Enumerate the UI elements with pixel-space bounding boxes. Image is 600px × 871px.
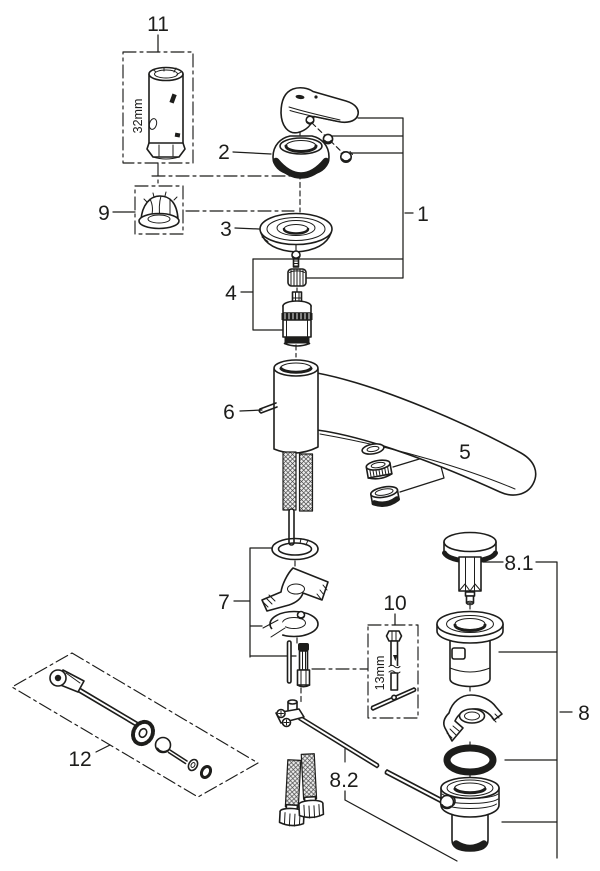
part-9-adapter [134, 185, 184, 235]
callout-6: 6 [223, 401, 235, 424]
tool-box-9 [134, 185, 184, 235]
bracket-7 [233, 547, 297, 658]
supply-hose-right [298, 453, 314, 512]
aerator-housing [370, 485, 400, 507]
callout-11: 11 [147, 13, 169, 36]
cartridge-screw [291, 250, 301, 268]
spout [316, 372, 537, 496]
part-12-pop-up-rod-set [11, 652, 259, 798]
part-10-socket-tool-13mm [367, 624, 419, 719]
leader-12 [95, 744, 111, 753]
callout-2: 2 [218, 141, 230, 164]
tool-size-13mm: 13mm [373, 656, 387, 691]
callout-3: 3 [220, 218, 232, 241]
cap-dark-band [272, 157, 330, 179]
waste-lower-housing [439, 776, 500, 852]
part-6-faucet-body [258, 359, 537, 546]
tool-box-10 [367, 624, 419, 719]
part-8-1-waste-plug [442, 531, 498, 606]
rod-shaft-2 [167, 749, 188, 765]
aerator-insert [365, 459, 393, 480]
cartridge [281, 291, 313, 347]
rod-washer [187, 758, 199, 772]
mounting-stud [286, 640, 311, 688]
tool-box-12 [11, 652, 259, 798]
callout-8-2: 8.2 [329, 769, 358, 792]
callout-8-1: 8.1 [504, 552, 533, 575]
pop-up-rod-lower [286, 640, 292, 684]
bracket-8 [482, 561, 573, 859]
callout-12: 12 [68, 748, 91, 771]
part-2-handle-cap [272, 135, 330, 179]
callout-4: 4 [225, 282, 237, 305]
part-7-mounting-set [261, 537, 329, 688]
leader-2 [232, 151, 272, 155]
callout-labels: 11 9 2 3 1 4 6 5 7 10 8.1 8 8.2 12 32mm … [68, 13, 590, 792]
leader-8-2 [344, 790, 458, 862]
callout-lines [95, 34, 573, 862]
waste-gasket [443, 744, 497, 776]
rod-clevis [49, 669, 85, 693]
tool-slot [169, 93, 177, 104]
hose-end-left [278, 759, 305, 827]
leader-6 [239, 409, 263, 412]
part-8-waste-set [436, 531, 504, 852]
body-cylinder [273, 368, 319, 454]
part-1-lever-handle [280, 86, 359, 164]
leader-3 [234, 227, 260, 230]
callout-5: 5 [459, 441, 471, 464]
cartridge-nut [287, 268, 307, 287]
handle-indicator-slot [295, 94, 305, 100]
bracket-4 [240, 258, 283, 331]
hose-end-right [298, 753, 325, 819]
knurled-wheel [131, 719, 155, 747]
c-washer [262, 610, 319, 649]
lever-handle-body [280, 86, 359, 134]
body-pin [258, 402, 278, 414]
part-5-aerator-set [361, 443, 400, 507]
lever-rod-segment-2 [384, 769, 449, 807]
callout-8: 8 [578, 702, 590, 725]
tool-hole [148, 118, 158, 130]
waste-clamp-bracket [442, 694, 503, 742]
o-ring [271, 537, 319, 561]
aerator-washer [361, 443, 385, 455]
callout-10: 10 [383, 592, 406, 615]
callout-7: 7 [218, 591, 230, 614]
pop-up-rod-upper [288, 508, 295, 546]
waste-flange [436, 610, 504, 688]
part-11-socket-tool-32mm [122, 51, 194, 164]
part-8-2-lever-rod [275, 699, 449, 807]
part-4-cartridge-set [281, 250, 313, 347]
callout-9: 9 [98, 202, 110, 225]
rod-clamp [275, 699, 305, 728]
stabilizer-plate [261, 567, 329, 612]
lever-rod-segment-1 [298, 715, 380, 769]
tool-size-32mm: 32mm [131, 99, 145, 134]
bracket-1 [252, 117, 414, 279]
supply-hose-ends [278, 753, 325, 827]
callout-1: 1 [417, 203, 429, 226]
supply-hose-left [282, 451, 297, 511]
tool-box-11 [122, 51, 194, 164]
rod-o-ring [199, 765, 213, 779]
